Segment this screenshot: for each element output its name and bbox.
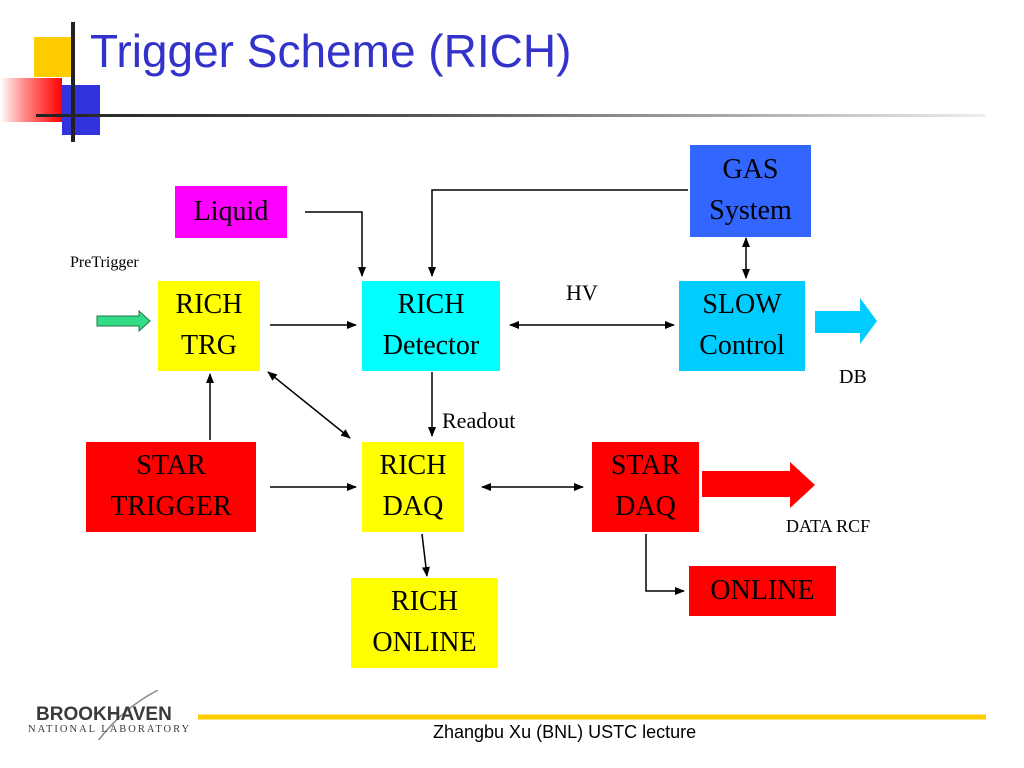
footer-decoration [97,690,986,740]
node-rich-trg-label: RICH TRG [175,289,243,361]
corner-blue-square [62,85,100,135]
node-gas-system-label: GAS System [709,154,792,226]
node-slow-control: SLOW Control [679,281,805,371]
db-block-arrow [815,298,877,344]
logo-swoosh [97,690,159,740]
node-star-daq-label: STAR DAQ [610,450,681,522]
daq-to-rich-online-arrow [421,533,430,577]
star-daq-to-online-arrow [645,534,685,595]
node-rich-detector-label: RICH Detector [382,289,480,361]
brookhaven-logo: BROOKHAVEN [36,704,172,725]
label-db: DB [839,366,867,388]
label-hv: HV [566,280,598,305]
node-rich-online: RICH ONLINE [351,578,498,668]
node-star-daq: STAR DAQ [592,442,699,532]
gas-to-detector-arrow [428,189,688,277]
node-rich-daq: RICH DAQ [362,442,464,532]
corner-vertical-line [71,22,75,142]
label-pretrigger: PreTrigger [70,254,139,271]
node-liquid: Liquid [175,186,287,238]
slide-title: Trigger Scheme (RICH) [90,25,572,77]
node-star-trigger: STAR TRIGGER [86,442,256,532]
label-data-rcf: DATA RCF [786,516,871,536]
pretrigger-block-arrow [96,309,151,333]
title-underline [36,114,986,117]
node-rich-detector: RICH Detector [362,281,500,371]
corner-yellow-square [34,37,74,77]
footer-text: Zhangbu Xu (BNL) USTC lecture [433,722,697,742]
node-online-label: ONLINE [710,574,815,606]
node-slow-control-label: SLOW Control [699,289,785,361]
node-star-trigger-label: STAR TRIGGER [110,450,232,522]
node-rich-online-label: RICH ONLINE [372,586,477,658]
label-readout: Readout [442,408,516,433]
node-liquid-label: Liquid [193,195,269,227]
node-rich-trg: RICH TRG [158,281,260,371]
data-rcf-block-arrow [702,462,815,508]
node-rich-daq-label: RICH DAQ [379,450,447,522]
node-gas-system: GAS System [690,145,811,237]
node-online: ONLINE [689,566,836,616]
trg-daq-diagonal-arrow [267,371,351,439]
liquid-to-detector-arrow [305,211,366,277]
brookhaven-logo-subtitle: NATIONAL LABORATORY [28,724,192,735]
